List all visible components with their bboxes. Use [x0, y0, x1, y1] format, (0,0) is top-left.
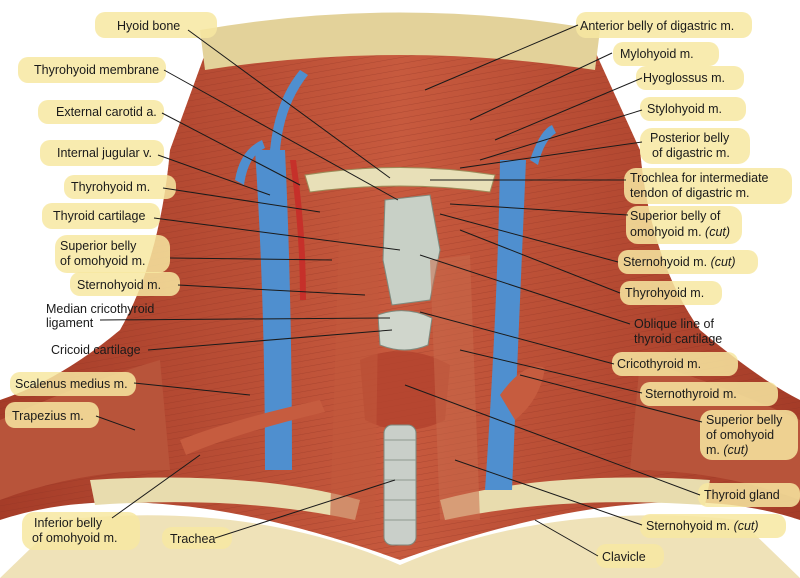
- label-superior-belly-cut-3-main: m.: [706, 443, 720, 457]
- label-superior-belly-cut-1: Superior belly: [706, 413, 783, 427]
- labels: Hyoid bone Thyrohyoid membrane External …: [12, 19, 783, 564]
- thyroid-gland: [360, 351, 450, 430]
- label-posterior-belly-1: Posterior belly: [650, 131, 730, 145]
- hyoid-bone: [304, 167, 496, 193]
- label-thyrohyoid-right: Thyrohyoid m.: [625, 286, 704, 300]
- label-stylohyoid: Stylohyoid m.: [647, 102, 722, 116]
- superior-belly-omohyoid-right: [500, 366, 545, 420]
- label-cricothyroid: Cricothyroid m.: [617, 357, 701, 371]
- label-trapezius: Trapezius m.: [12, 409, 84, 423]
- label-scalenus-medius: Scalenus medius m.: [15, 377, 128, 391]
- trachea: [383, 424, 417, 546]
- leader-lines: [95, 24, 703, 557]
- label-inferior-belly-1: Inferior belly: [34, 516, 103, 530]
- label-inferior-belly-2: of omohyoid m.: [32, 531, 117, 545]
- label-cricoid-cartilage: Cricoid cartilage: [51, 343, 141, 357]
- label-trochlea-1: Trochlea for intermediate: [630, 171, 769, 185]
- label-thyroid-gland: Thyroid gland: [704, 488, 780, 502]
- vein-branch-right: [530, 125, 556, 165]
- internal-jugular-vein-left: [255, 150, 292, 470]
- label-internal-jugular: Internal jugular v.: [57, 146, 152, 160]
- label-sternohyoid-cut-main: Sternohyoid m.: [646, 519, 730, 533]
- label-trochlea-2: tendon of digastric m.: [630, 186, 750, 200]
- label-sternohyoid-cut: Sternohyoid m. (cut): [646, 519, 759, 533]
- label-hyoglossus: Hyoglossus m.: [643, 71, 725, 85]
- label-median-cricothyroid-1: Median cricothyroid: [46, 302, 154, 316]
- cricoid-cartilage: [377, 310, 433, 351]
- label-clavicle: Clavicle: [602, 550, 646, 564]
- mandible-edge: [200, 12, 600, 70]
- label-sternohyoid-right: Sternohyoid m. (cut): [623, 255, 736, 269]
- label-superior-belly-right-1: Superior belly of: [630, 209, 721, 223]
- label-thyroid-cartilage: Thyroid cartilage: [53, 209, 145, 223]
- sternothyroid-muscle: [430, 255, 480, 520]
- label-superior-belly-right-2-main: omohyoid m.: [630, 225, 702, 239]
- label-sternohyoid-right-main: Sternohyoid m.: [623, 255, 707, 269]
- label-superior-belly-cut-2: of omohyoid: [706, 428, 774, 442]
- label-thyrohyoid-left: Thyrohyoid m.: [71, 180, 150, 194]
- label-sternothyroid: Sternothyroid m.: [645, 387, 737, 401]
- label-oblique-line-2: thyroid cartilage: [634, 332, 722, 346]
- label-mylohyoid: Mylohyoid m.: [620, 47, 694, 61]
- label-posterior-belly-2: of digastric m.: [652, 146, 730, 160]
- label-sternohyoid-left: Sternohyoid m.: [77, 278, 161, 292]
- label-highlights: [5, 12, 800, 568]
- sternohyoid-muscle: [330, 200, 380, 520]
- label-thyrohyoid-membrane: Thyrohyoid membrane: [34, 63, 159, 77]
- label-sternohyoid-right-cut: (cut): [711, 255, 736, 269]
- label-superior-belly-right-2: omohyoid m. (cut): [630, 225, 730, 239]
- label-superior-belly-cut-3: m. (cut): [706, 443, 748, 457]
- clavicle-bone: [90, 477, 360, 520]
- label-superior-belly-left-2: of omohyoid m.: [60, 254, 145, 268]
- label-oblique-line-1: Oblique line of: [634, 317, 714, 331]
- vein-branch-left-2: [235, 140, 265, 185]
- inferior-belly-omohyoid: [180, 400, 325, 455]
- label-median-cricothyroid-2: ligament: [46, 316, 94, 330]
- label-superior-belly-right-cut: (cut): [705, 225, 730, 239]
- label-external-carotid: External carotid a.: [56, 105, 157, 119]
- label-sternohyoid-cut-suffix: (cut): [734, 519, 759, 533]
- internal-jugular-vein-right: [485, 160, 526, 490]
- label-superior-belly-cut-4: (cut): [723, 443, 748, 457]
- label-hyoid-bone: Hyoid bone: [117, 19, 180, 33]
- external-carotid-artery: [290, 160, 306, 300]
- label-anterior-belly: Anterior belly of digastric m.: [580, 19, 734, 33]
- thyroid-cartilage: [382, 194, 441, 306]
- label-trachea: Trachea: [170, 532, 215, 546]
- label-superior-belly-left-1: Superior belly: [60, 239, 137, 253]
- vein-branch-left: [270, 70, 308, 150]
